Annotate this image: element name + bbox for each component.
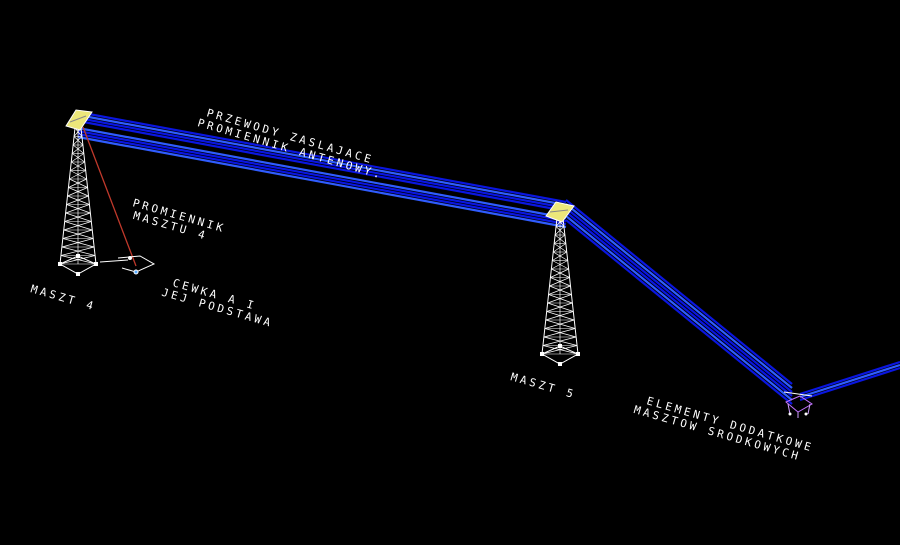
tower-brace xyxy=(546,302,573,312)
tower-brace xyxy=(70,161,85,171)
tower-brace xyxy=(59,255,96,265)
tower-brace xyxy=(551,268,570,278)
shield-cables xyxy=(77,110,900,405)
tower-brace xyxy=(542,336,577,346)
tower-brace xyxy=(548,285,571,295)
tower-brace xyxy=(64,212,91,222)
tower-brace xyxy=(553,243,567,253)
tower-brace xyxy=(555,226,566,236)
cable-strand xyxy=(799,363,900,399)
mast-4-radiator-wire xyxy=(82,126,137,267)
tower-brace xyxy=(550,268,569,278)
tower-brace xyxy=(62,229,93,239)
mast-4-tower xyxy=(58,127,98,276)
tower-brace xyxy=(552,260,569,270)
tower-brace xyxy=(67,187,88,197)
tower-brace xyxy=(66,195,89,205)
tower-brace xyxy=(553,234,566,244)
tower-brace xyxy=(541,345,578,355)
tower-brace xyxy=(71,161,86,171)
cable-strand xyxy=(565,219,793,405)
cable-strand xyxy=(799,360,900,396)
tower-foot xyxy=(558,362,562,366)
tower-brace xyxy=(552,251,567,261)
tower-foot xyxy=(576,352,580,356)
coil-a-base xyxy=(99,255,156,275)
tower-brace xyxy=(547,294,572,304)
tower-brace xyxy=(69,178,88,188)
tower-brace xyxy=(554,226,565,236)
tower-foot xyxy=(540,352,544,356)
mast-5-top-cap xyxy=(545,201,575,223)
tower-brace xyxy=(63,221,92,231)
tower-brace xyxy=(72,144,85,154)
cable-strand xyxy=(77,113,567,207)
cable-strand xyxy=(77,126,567,220)
cable-strand xyxy=(565,203,793,389)
tower-foot xyxy=(94,262,98,266)
tower-brace xyxy=(544,319,575,329)
tower-foot xyxy=(58,262,62,266)
tower-foot xyxy=(558,344,562,348)
cable-strand xyxy=(77,116,567,210)
tower-brace xyxy=(69,170,86,180)
tower-brace xyxy=(72,136,83,146)
tower-brace xyxy=(60,246,95,256)
tower-brace xyxy=(68,187,89,197)
tower-brace xyxy=(550,277,571,287)
tower-brace xyxy=(553,243,567,253)
tower-brace xyxy=(71,153,85,163)
cable-strand xyxy=(565,211,793,397)
cable-strand xyxy=(565,207,793,393)
middle-mast-elements xyxy=(783,391,813,418)
tower-brace xyxy=(554,234,567,244)
tower-brace xyxy=(71,153,85,163)
tower-brace xyxy=(61,238,94,248)
cable-strand xyxy=(77,110,567,204)
tower-brace xyxy=(70,170,87,180)
mast-5-tower xyxy=(540,217,580,366)
tower-foot xyxy=(76,272,80,276)
tower-foot xyxy=(76,254,80,258)
tower-brace xyxy=(71,144,84,154)
tower-brace xyxy=(68,178,87,188)
tower-brace xyxy=(543,328,576,338)
mast-4-top-cap xyxy=(65,109,93,131)
tower-brace xyxy=(545,311,574,321)
cable-strand xyxy=(77,129,567,223)
cable-strand xyxy=(77,119,567,213)
tower-brace xyxy=(549,277,570,287)
cable-strand xyxy=(565,199,793,385)
cable-strand xyxy=(77,132,567,226)
cable-strand xyxy=(799,366,900,402)
cable-strand xyxy=(77,135,567,229)
tower-brace xyxy=(73,136,84,146)
tower-brace xyxy=(551,260,568,270)
tower-brace xyxy=(553,251,568,261)
tower-brace xyxy=(65,204,90,214)
cable-strand xyxy=(565,215,793,401)
